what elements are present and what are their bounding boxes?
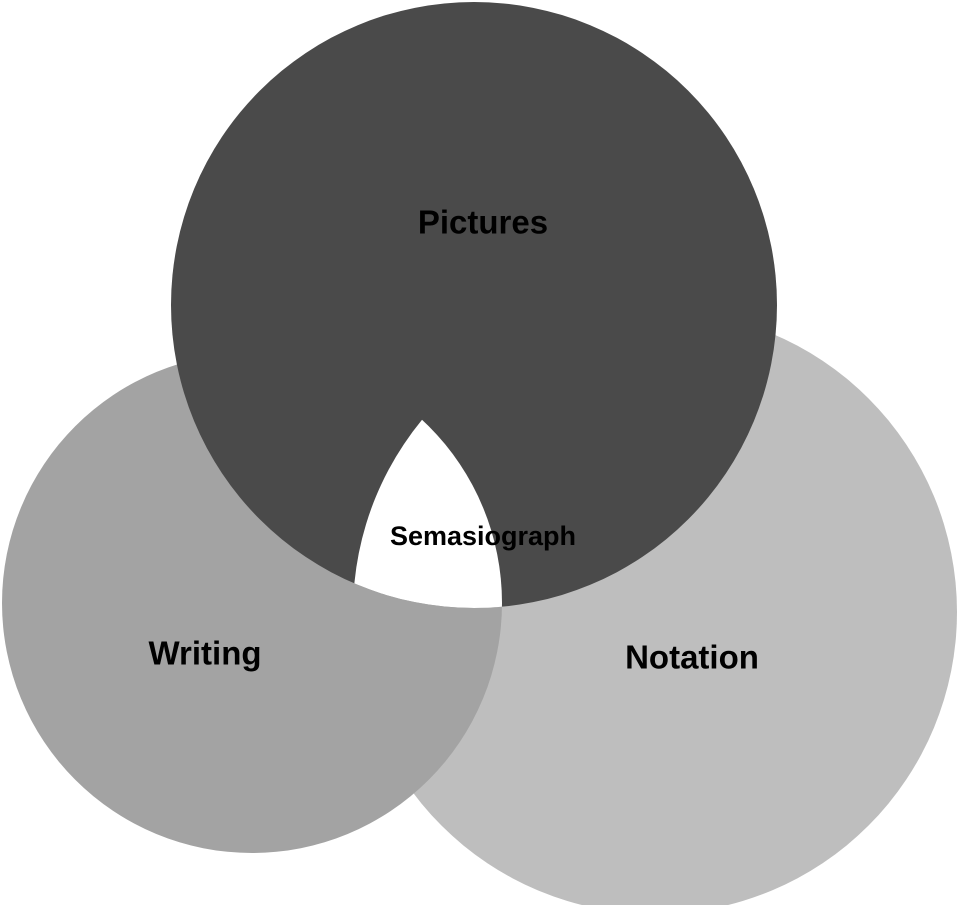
notation-label: Notation xyxy=(625,639,759,676)
pictures-label: Pictures xyxy=(418,204,548,241)
writing-label: Writing xyxy=(148,635,261,672)
semasiograph-label: Semasiograph xyxy=(390,521,576,551)
pictures-circle xyxy=(171,2,777,608)
